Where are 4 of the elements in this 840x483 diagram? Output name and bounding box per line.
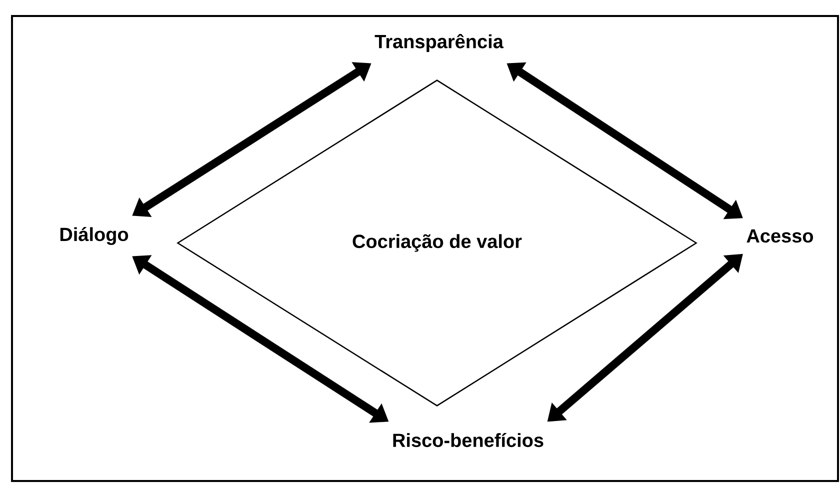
node-label: Risco-benefícios (393, 432, 544, 448)
node-label: Diálogo (60, 227, 128, 245)
node-label: Acesso (746, 229, 814, 243)
node-label: Transparência (374, 34, 504, 52)
